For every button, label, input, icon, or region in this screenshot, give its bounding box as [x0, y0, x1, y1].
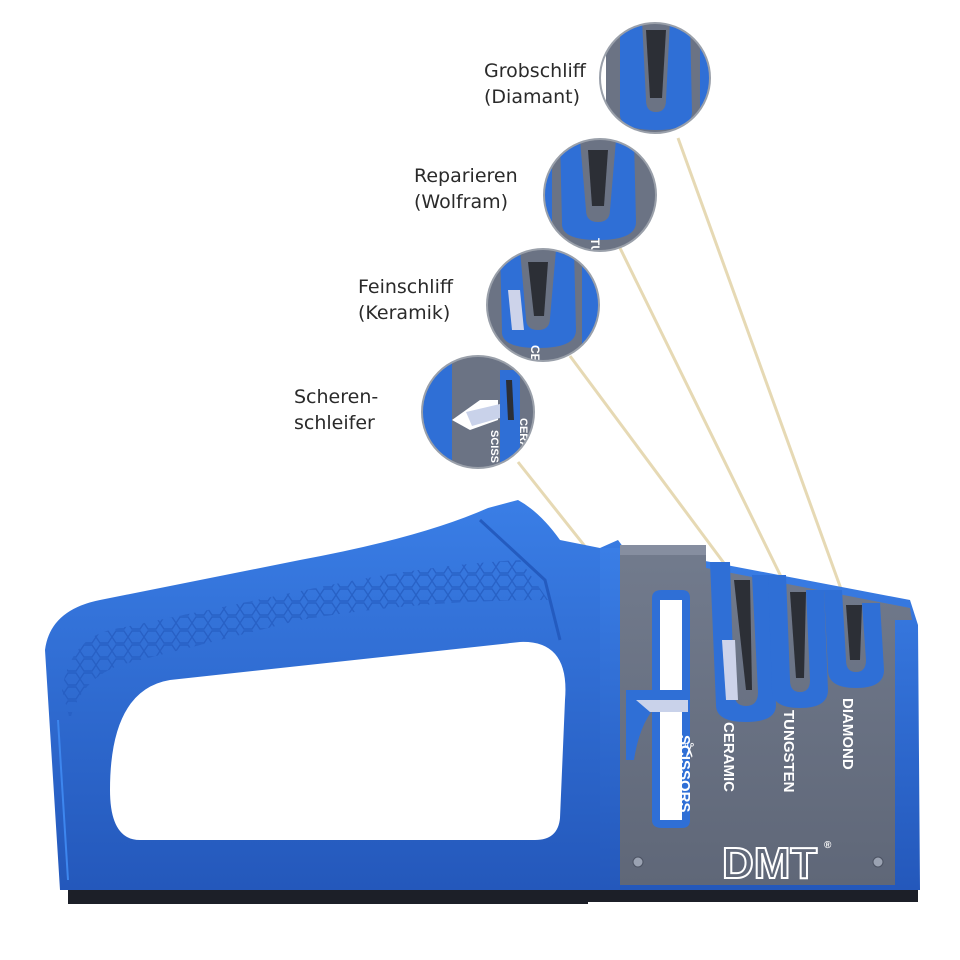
diamond-slot: [824, 590, 884, 688]
callout-tungsten-line2: (Wolfram): [414, 191, 509, 213]
plate-top-edge: [620, 545, 706, 555]
svg-text:SCISS: SCISS: [488, 430, 500, 463]
svg-text:CER: CER: [528, 345, 542, 371]
scissors-label: SCISSORS: [676, 735, 693, 813]
brand-logo: DMT: [722, 839, 817, 888]
zoom-circle-diamond: [599, 22, 711, 134]
leader-line-diamond: [676, 137, 847, 601]
base-strip: [68, 890, 588, 904]
handle-body: [45, 500, 640, 890]
screw-left: [632, 856, 644, 868]
tungsten-label: TUNGSTEN: [780, 710, 797, 793]
handle-edge-highlight: [57, 719, 69, 881]
brand-registered-mark: ®: [824, 840, 832, 851]
diamond-label: DIAMOND: [839, 698, 856, 770]
callout-ceramic-line1: Feinschliff: [358, 276, 453, 298]
scissors-stone: [636, 700, 688, 712]
callout-label-diamond: Grobschliff (Diamant): [484, 58, 586, 110]
base-strip-right: [588, 888, 918, 902]
callout-scissors-line2: schleifer: [294, 412, 375, 434]
callout-diamond-line1: Grobschliff: [484, 60, 586, 82]
zoom-circle-ceramic: CER: [486, 248, 600, 371]
callout-ceramic-line2: (Keramik): [358, 302, 451, 324]
ceramic-stone: [722, 640, 738, 700]
callout-label-scissors: Scheren- schleifer: [294, 384, 378, 436]
handle-grip-texture: [62, 560, 548, 720]
handle-ridge: [478, 518, 562, 641]
callout-scissors-line1: Scheren-: [294, 386, 379, 408]
svg-text:TU: TU: [588, 238, 602, 254]
tungsten-slot-gap: [790, 592, 806, 678]
ceramic-slot-gap: [734, 580, 752, 690]
callout-label-ceramic: Feinschliff (Keramik): [358, 274, 453, 326]
tungsten-slot: [768, 575, 828, 708]
callout-diamond-line2: (Diamant): [484, 86, 581, 108]
callout-label-tungsten: Reparieren (Wolfram): [414, 163, 518, 215]
scissors-blade-guide: [626, 690, 690, 760]
leader-line-ceramic: [568, 355, 740, 583]
zoom-circle-tungsten: TU: [543, 138, 657, 254]
diamond-slot-gap: [846, 605, 862, 660]
callout-tungsten-line1: Reparieren: [414, 165, 518, 187]
ceramic-label: CERAMIC: [720, 722, 737, 792]
zoom-circle-scissors: SCISS CERA: [421, 355, 535, 469]
scissors-icon: ✂: [677, 742, 699, 759]
screw-right: [872, 856, 884, 868]
leader-line-tungsten: [618, 247, 792, 596]
